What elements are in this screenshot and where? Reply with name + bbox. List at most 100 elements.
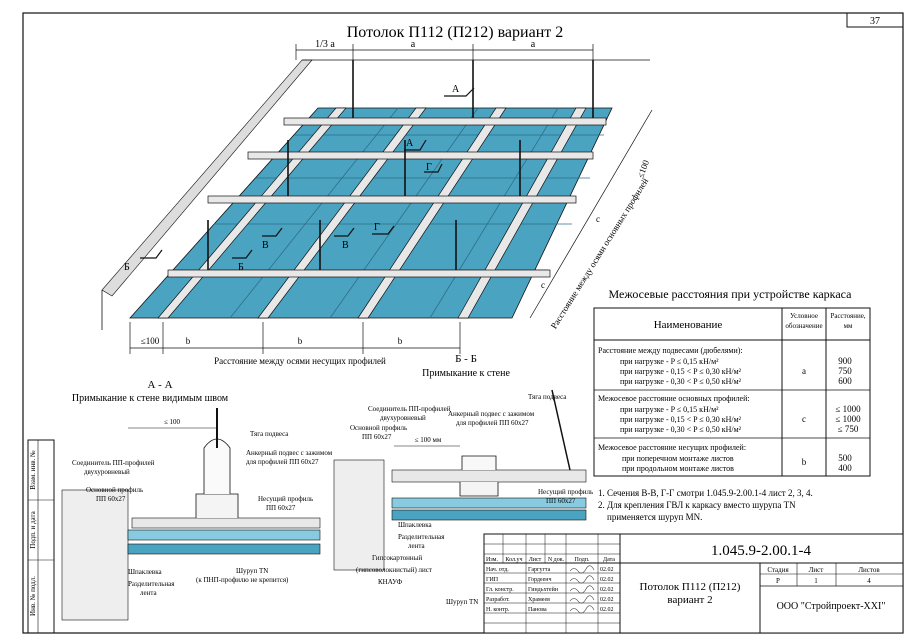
aa-lbl-putty: Шпаклевка	[128, 568, 163, 576]
row1-value1: 900	[838, 356, 852, 366]
tb-company: ООО "Стройпроект-XXI"	[777, 601, 886, 612]
notes: 1. Сечения В-В, Г-Г смотри 1.045.9-2.00.…	[598, 488, 813, 522]
bb-lbl-bearing: Несущий профиль	[538, 488, 593, 496]
aa-lbl-anchor2: для профилей ПП 60х27	[246, 458, 319, 466]
bb-wall	[333, 459, 385, 571]
aa-board-2	[127, 529, 321, 541]
bb-lbl-board3: КНАУФ	[378, 578, 403, 586]
tb-date-3: 02.02	[600, 587, 614, 593]
sheet-title: Потолок П112 (П212) вариант 2	[347, 24, 564, 41]
plan-label-bottom: Расстояние между осями несущих профилей	[214, 356, 386, 366]
row1-line1: при нагрузке - P ≤ 0,15 кН/м²	[620, 357, 719, 366]
dim-bottom-edge: ≤100	[141, 336, 160, 346]
spacing-table: Межосевые расстояния при устройстве карк…	[593, 287, 871, 477]
ceiling-plan: 1/3 а а а ≤100 b b b Расстояние между ос…	[101, 39, 653, 366]
dim-bottom-b2: b	[298, 336, 303, 346]
bb-lbl-connector: Соединитель ПП-профилей	[368, 405, 451, 413]
tb-doc-code: 1.045.9-2.00.1-4	[711, 543, 811, 559]
bb-lbl-separator2: лента	[408, 542, 425, 550]
tb-name-4: Храмеев	[528, 597, 550, 603]
row3-symbol: b	[802, 457, 807, 467]
aa-lbl-screw: Шуруп TN	[236, 567, 268, 575]
detail-bb-subtitle: Примыкание к стене	[422, 368, 510, 379]
row2-value2: ≤ 1000	[835, 414, 861, 424]
tb-name-5: Панова	[528, 607, 547, 613]
row3-value2: 400	[838, 463, 852, 473]
tb-h-izm: Изм.	[486, 557, 498, 563]
bb-lbl-connector2: двухуровневый	[380, 414, 426, 422]
tb-name-3: Гиндьхтейн	[528, 586, 559, 593]
bb-anchor	[461, 455, 497, 470]
section-v-right: В	[342, 240, 349, 251]
note-2: 2. Для крепления ГВЛ к каркасу вместо шу…	[598, 500, 796, 510]
tb-name-2: Гордеенч	[528, 577, 551, 583]
bb-lbl-board: Гипсокартонный	[372, 554, 422, 562]
section-a-top: А	[452, 84, 460, 95]
tb-h-kol: Кол.уч	[505, 557, 522, 563]
aa-bearing-profile	[131, 517, 321, 529]
bb-lbl-main2: ПП 60х27	[362, 433, 392, 441]
side-stamp: Взам. инв. № Подп. и дата Инв. № подл.	[27, 439, 55, 634]
stamp-inv-original: Инв. № подл.	[29, 576, 37, 616]
page-number: 37	[870, 16, 880, 27]
hanger-rods	[207, 60, 594, 270]
bb-lbl-screw: Шуруп TN	[446, 598, 478, 606]
tb-date-4: 02.02	[600, 597, 614, 603]
th-distance: Расстояние,мм	[830, 312, 865, 330]
detail-bb-title: Б - Б	[455, 353, 477, 365]
bb-lbl-main: Основной профиль	[350, 424, 407, 432]
aa-lbl-anchor: Анкерный подвес с зажимом	[246, 449, 333, 457]
tb-stage-v: Р	[776, 577, 780, 585]
bb-dim: ≤ 100 мм	[415, 436, 442, 444]
tb-name-1: Гаргугта	[528, 567, 551, 573]
aa-board-1	[127, 543, 321, 555]
aa-dim: ≤ 100	[164, 418, 181, 426]
bearing-profiles	[167, 117, 607, 278]
row1-name: Расстояние между подвесами (дюбелями):	[598, 346, 743, 355]
detail-bb: Б - Б Примыкание к стене ≤ 100 мм Соедин…	[333, 353, 593, 606]
aa-lbl-bearing: Несущий профиль	[258, 495, 313, 503]
sheet-frame	[22, 12, 904, 634]
tb-date-5: 02.02	[600, 607, 614, 613]
section-g-right: Г	[374, 222, 380, 233]
aa-lbl-separator2: лента	[140, 589, 157, 597]
spacing-table-title: Межосевые расстояния при устройстве карк…	[609, 287, 853, 301]
page-number-box	[846, 12, 904, 28]
row3-value1: 500	[838, 453, 852, 463]
bb-lbl-separator: Разделительная	[398, 533, 445, 541]
aa-lbl-connector: Соединитель ПП-профилей	[72, 459, 155, 467]
stamp-replace-inv: Взам. инв. №	[29, 450, 37, 490]
plan-dim-bottom: ≤100 b b b Расстояние между осями несущи…	[129, 322, 461, 366]
row2-line3: при нагрузке - 0,30 < P ≤ 0,50 кН/м²	[620, 425, 742, 434]
row2-line2: при нагрузке - 0,15 < P ≤ 0,30 кН/м²	[620, 415, 742, 424]
aa-lbl-connector2: двухуровневый	[84, 468, 130, 476]
tb-date-2: 02.02	[600, 577, 614, 583]
row2-name: Межосевое расстояние основных профилей:	[598, 394, 750, 403]
note-1: 1. Сечения В-В, Г-Г смотри 1.045.9-2.00.…	[598, 488, 813, 498]
aa-lbl-rod: Тяга подвеса	[250, 430, 289, 438]
bb-hanger-rod	[551, 389, 571, 471]
bb-lbl-anchor2: для профилей ПП 60х27	[456, 419, 529, 427]
tb-date-1: 02.02	[600, 567, 614, 573]
tb-role-2: ГИП	[486, 577, 499, 583]
row2-symbol: c	[802, 414, 806, 424]
tb-sheet-v: 1	[814, 577, 818, 585]
tb-sheet-h: Лист	[809, 566, 824, 574]
bb-board-1	[391, 509, 587, 521]
dim-top-third-a: 1/3 а	[315, 39, 335, 50]
main-profiles	[157, 107, 587, 319]
dim-right-edge: ≤100	[635, 158, 651, 179]
section-g-top: Г	[426, 162, 432, 173]
tb-h-list: Лист	[529, 557, 542, 563]
title-block: Изм. Кол.уч Лист N док. Подп. Дата Нач. …	[483, 533, 904, 634]
tb-h-ndoc: N док.	[548, 557, 565, 563]
bb-board-2	[391, 497, 587, 509]
section-b-mid: Б	[238, 262, 244, 273]
aa-lbl-main: Основной профиль	[86, 486, 143, 494]
gypsum-board-surface	[129, 107, 613, 319]
detail-aa-title: А - А	[147, 379, 172, 391]
tb-stage-h: Стадия	[767, 566, 789, 574]
tb-role-3: Гл. констр.	[486, 587, 514, 593]
